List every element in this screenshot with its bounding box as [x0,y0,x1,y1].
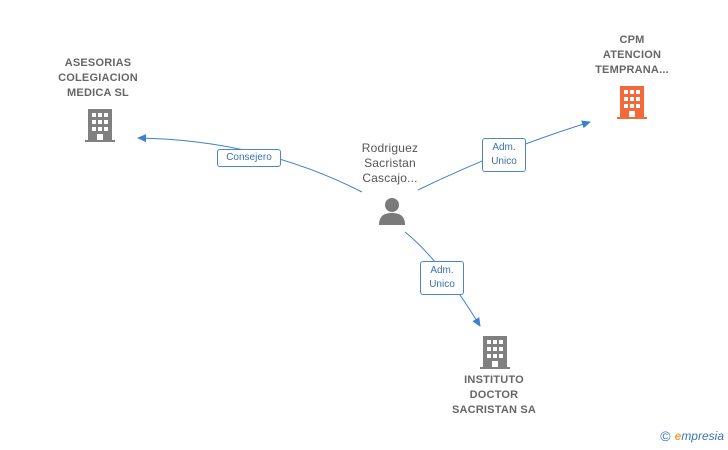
edge-label-adm-instituto-line-2: Unico [429,279,455,290]
edge-label-adm-cpm-line-1: Adm. [492,142,516,153]
building-icon[interactable] [84,107,116,143]
node-cpm-line-3: TEMPRANA... [595,64,669,76]
node-instituto-line-1: INSTITUTO [464,374,524,386]
brand-wordmark: empresia [674,429,724,443]
node-person-line-1: Rodriguez [361,141,419,155]
node-person-line-3: Cascajo... [362,171,418,185]
edge-label-consejero[interactable]: Consejero [217,149,281,167]
empresia-logo: © empresia [660,428,724,444]
edge-label-adm-instituto[interactable]: Adm. Unico [420,261,464,295]
building-icon[interactable] [616,84,648,120]
node-person-line-2: Sacristan [364,156,416,170]
node-instituto-line-2: DOCTOR [469,389,519,401]
node-cpm-line-2: ATENCION [602,49,662,61]
node-person-label[interactable]: Rodriguez Sacristan Cascajo... [330,141,450,186]
node-asesorias-line-3: MEDICA SL [67,87,129,99]
edge-label-adm-cpm-line-2: Unico [491,156,517,167]
building-icon[interactable] [479,334,511,370]
node-instituto-line-3: SACRISTAN SA [451,404,537,416]
node-instituto-label[interactable]: INSTITUTO DOCTOR SACRISTAN SA [434,373,554,418]
node-cpm-label[interactable]: CPM ATENCION TEMPRANA... [572,33,692,78]
node-asesorias-label[interactable]: ASESORIAS COLEGIACION MEDICA SL [38,56,158,101]
copyright-icon: © [660,428,671,444]
node-asesorias-line-2: COLEGIACION [58,72,138,84]
person-icon[interactable] [377,196,407,226]
node-cpm-line-1: CPM [619,34,645,46]
edge-label-adm-cpm[interactable]: Adm. Unico [482,138,526,172]
edge-label-consejero-text: Consejero [226,152,272,163]
edge-label-adm-instituto-line-1: Adm. [430,265,454,276]
node-asesorias-line-1: ASESORIAS [64,57,132,69]
